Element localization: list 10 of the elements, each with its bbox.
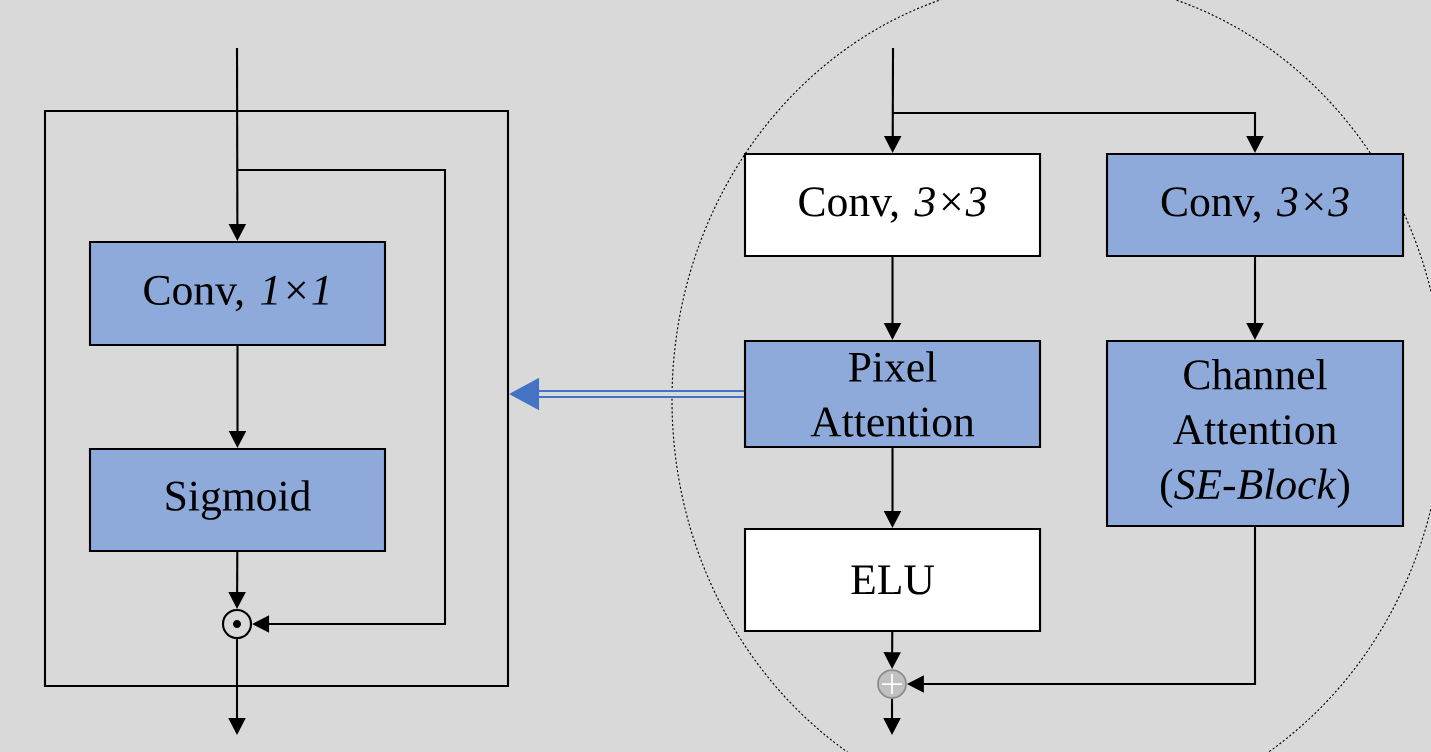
process-box: Conv, 3×3 bbox=[743, 152, 1042, 258]
process-box: Sigmoid bbox=[88, 447, 387, 553]
process-box: Pixel Attention bbox=[743, 339, 1042, 449]
process-box: Conv, 3×3 bbox=[1105, 152, 1405, 258]
process-box: Channel Attention (SE-Block) bbox=[1105, 339, 1405, 528]
process-box: Conv, 1×1 bbox=[88, 240, 387, 347]
operator-circle bbox=[877, 669, 907, 699]
frame-box bbox=[43, 109, 510, 688]
process-box: ELU bbox=[743, 527, 1042, 633]
arrow bbox=[237, 168, 447, 633]
